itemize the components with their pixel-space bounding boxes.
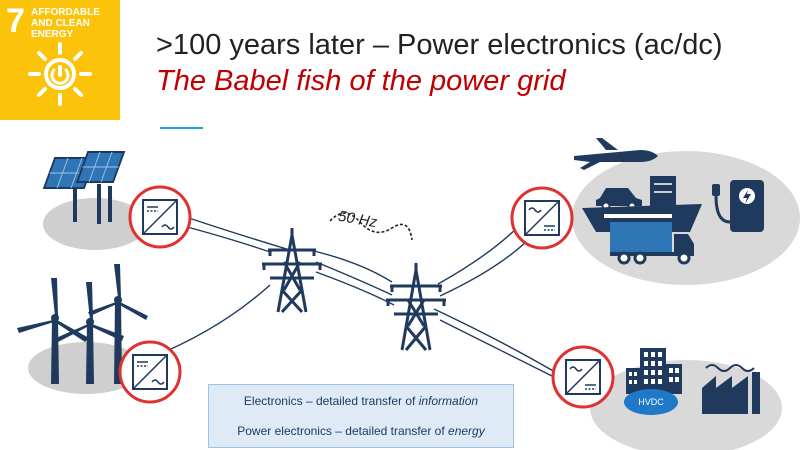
sdg-7-badge: 7 AFFORDABLE AND CLEAN ENERGY bbox=[0, 0, 120, 120]
converter-solar bbox=[128, 185, 192, 249]
solar-ground bbox=[43, 198, 147, 250]
slide-subtitle: The Babel fish of the power grid bbox=[156, 65, 566, 97]
sdg-label: AFFORDABLE AND CLEAN ENERGY bbox=[31, 7, 100, 40]
converter-transport bbox=[510, 186, 574, 250]
ev-charger-icon bbox=[712, 180, 764, 232]
pylon-left-icon bbox=[262, 228, 322, 314]
note-line2-prefix: Power electronics – detailed transfer of bbox=[237, 424, 449, 438]
pylon-right-icon bbox=[386, 263, 446, 351]
buildings-icon bbox=[626, 348, 682, 394]
sun-power-icon bbox=[28, 42, 92, 106]
truck-icon bbox=[610, 222, 694, 265]
note-line-electronics: Electronics – detailed transfer of infor… bbox=[209, 394, 513, 408]
factory-icon bbox=[702, 364, 760, 414]
note-line-power-electronics: Power electronics – detailed transfer of… bbox=[209, 424, 513, 438]
slide-title: >100 years later – Power electronics (ac… bbox=[156, 29, 723, 61]
note-line1-emphasis: information bbox=[418, 394, 479, 408]
note-line1-prefix: Electronics – detailed transfer of bbox=[243, 394, 419, 408]
hvdc-label: HVDC bbox=[638, 397, 664, 407]
converter-industry bbox=[551, 345, 615, 409]
wind-turbines-icon bbox=[17, 264, 148, 384]
airplane-icon bbox=[574, 138, 658, 170]
title-accent-line bbox=[160, 127, 203, 129]
frequency-wave bbox=[329, 212, 413, 241]
transmission-lines bbox=[149, 214, 561, 381]
note-line2-emphasis: energy bbox=[448, 424, 485, 438]
hvdc-badge bbox=[624, 389, 678, 415]
sdg-number: 7 bbox=[6, 2, 25, 40]
solar-panels-icon bbox=[42, 151, 126, 224]
converter-wind bbox=[118, 340, 182, 404]
note-box: Electronics – detailed transfer of infor… bbox=[208, 384, 514, 448]
